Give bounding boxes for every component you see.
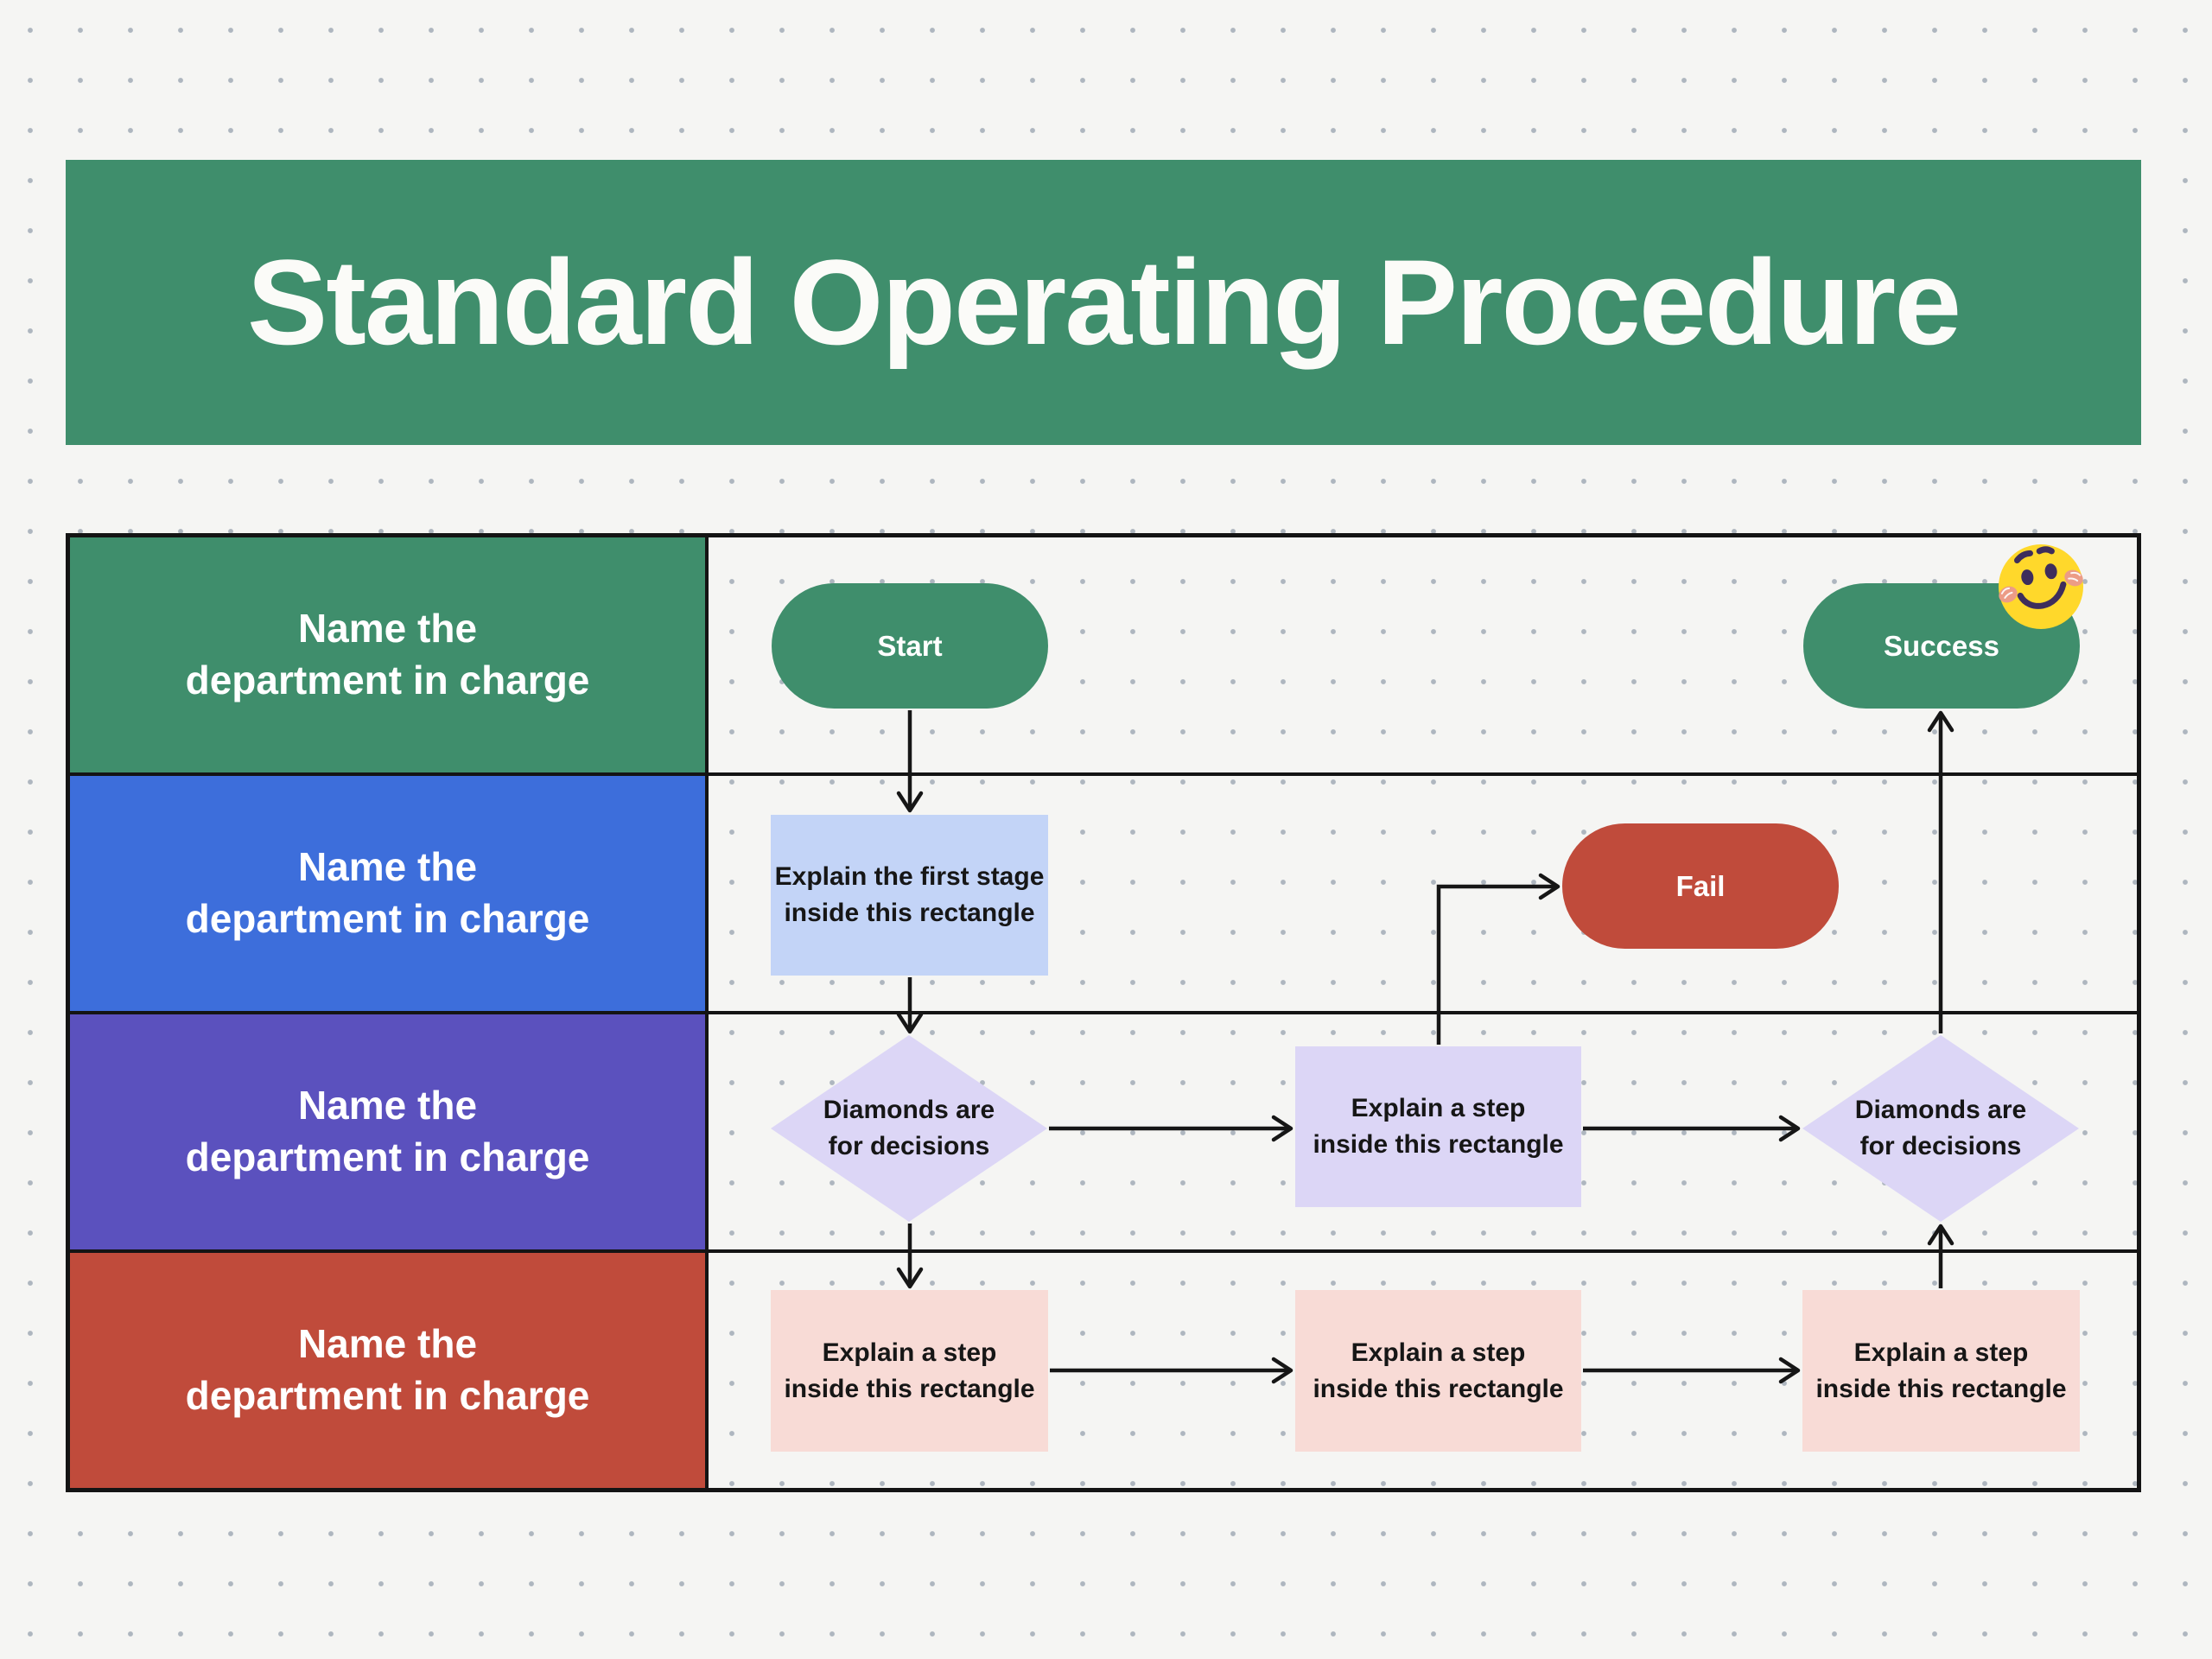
step-node-line2: inside this rectangle (1313, 1374, 1564, 1403)
decision-node-line2: for decisions (828, 1132, 990, 1160)
step-node-line1: Explain a step (1853, 1338, 2029, 1367)
swimlane-row-1: Name the department in charge (70, 537, 2137, 772)
swimlane-table: Name the department in charge Name the d… (66, 533, 2141, 1492)
step-node-2[interactable]: Explain a step inside this rectangle (1295, 1290, 1581, 1452)
step-node-line2: inside this rectangle (784, 1374, 1035, 1403)
department-label-3[interactable]: Name the department in charge (70, 1014, 709, 1249)
start-node[interactable]: Start (772, 583, 1048, 709)
department-label-line2: department in charge (185, 896, 590, 941)
department-label-line1: Name the (297, 606, 478, 652)
department-label-line2: department in charge (185, 1135, 590, 1179)
success-node[interactable]: Success (1803, 583, 2080, 709)
step-node-line1: Explain a step (822, 1338, 997, 1367)
swimlane-row-4: Name the department in charge (70, 1249, 2137, 1488)
first-stage-node-line2: inside this rectangle (784, 899, 1035, 927)
step-node-line1: Explain a step (1351, 1338, 1526, 1367)
department-label-line1: Name the (297, 1321, 478, 1367)
step-node-line2: inside this rectangle (1815, 1374, 2067, 1403)
fail-node-label: Fail (1675, 869, 1726, 902)
step-node-middle[interactable]: Explain a step inside this rectangle (1295, 1046, 1581, 1207)
department-label-1[interactable]: Name the department in charge (70, 537, 709, 772)
step-node-1[interactable]: Explain a step inside this rectangle (771, 1290, 1048, 1452)
fail-node[interactable]: Fail (1562, 823, 1839, 949)
decision-node-line2: for decisions (1859, 1132, 2022, 1160)
banner[interactable]: Standard Operating Procedure (66, 160, 2141, 445)
department-label-4[interactable]: Name the department in charge (70, 1253, 709, 1488)
step-node-3[interactable]: Explain a step inside this rectangle (1802, 1290, 2080, 1452)
department-label-line2: department in charge (185, 658, 590, 702)
department-label-line1: Name the (297, 1083, 478, 1128)
swimlane-row-3: Name the department in charge (70, 1011, 2137, 1249)
department-label-line1: Name the (297, 844, 478, 890)
swimlane-row-2: Name the department in charge (70, 772, 2137, 1011)
decision-node-line1: Diamonds are (1854, 1096, 2027, 1124)
start-node-label: Start (877, 629, 943, 662)
department-label-2[interactable]: Name the department in charge (70, 776, 709, 1011)
step-node-line1: Explain a step (1351, 1094, 1526, 1122)
success-node-label: Success (1884, 629, 1999, 662)
page-title: Standard Operating Procedure (246, 234, 1961, 370)
first-stage-node-line1: Explain the first stage (774, 862, 1045, 891)
decision-node-line1: Diamonds are (823, 1096, 995, 1124)
department-label-line2: department in charge (185, 1373, 590, 1418)
first-stage-node[interactable]: Explain the first stage inside this rect… (771, 815, 1048, 976)
step-node-line2: inside this rectangle (1313, 1130, 1564, 1159)
